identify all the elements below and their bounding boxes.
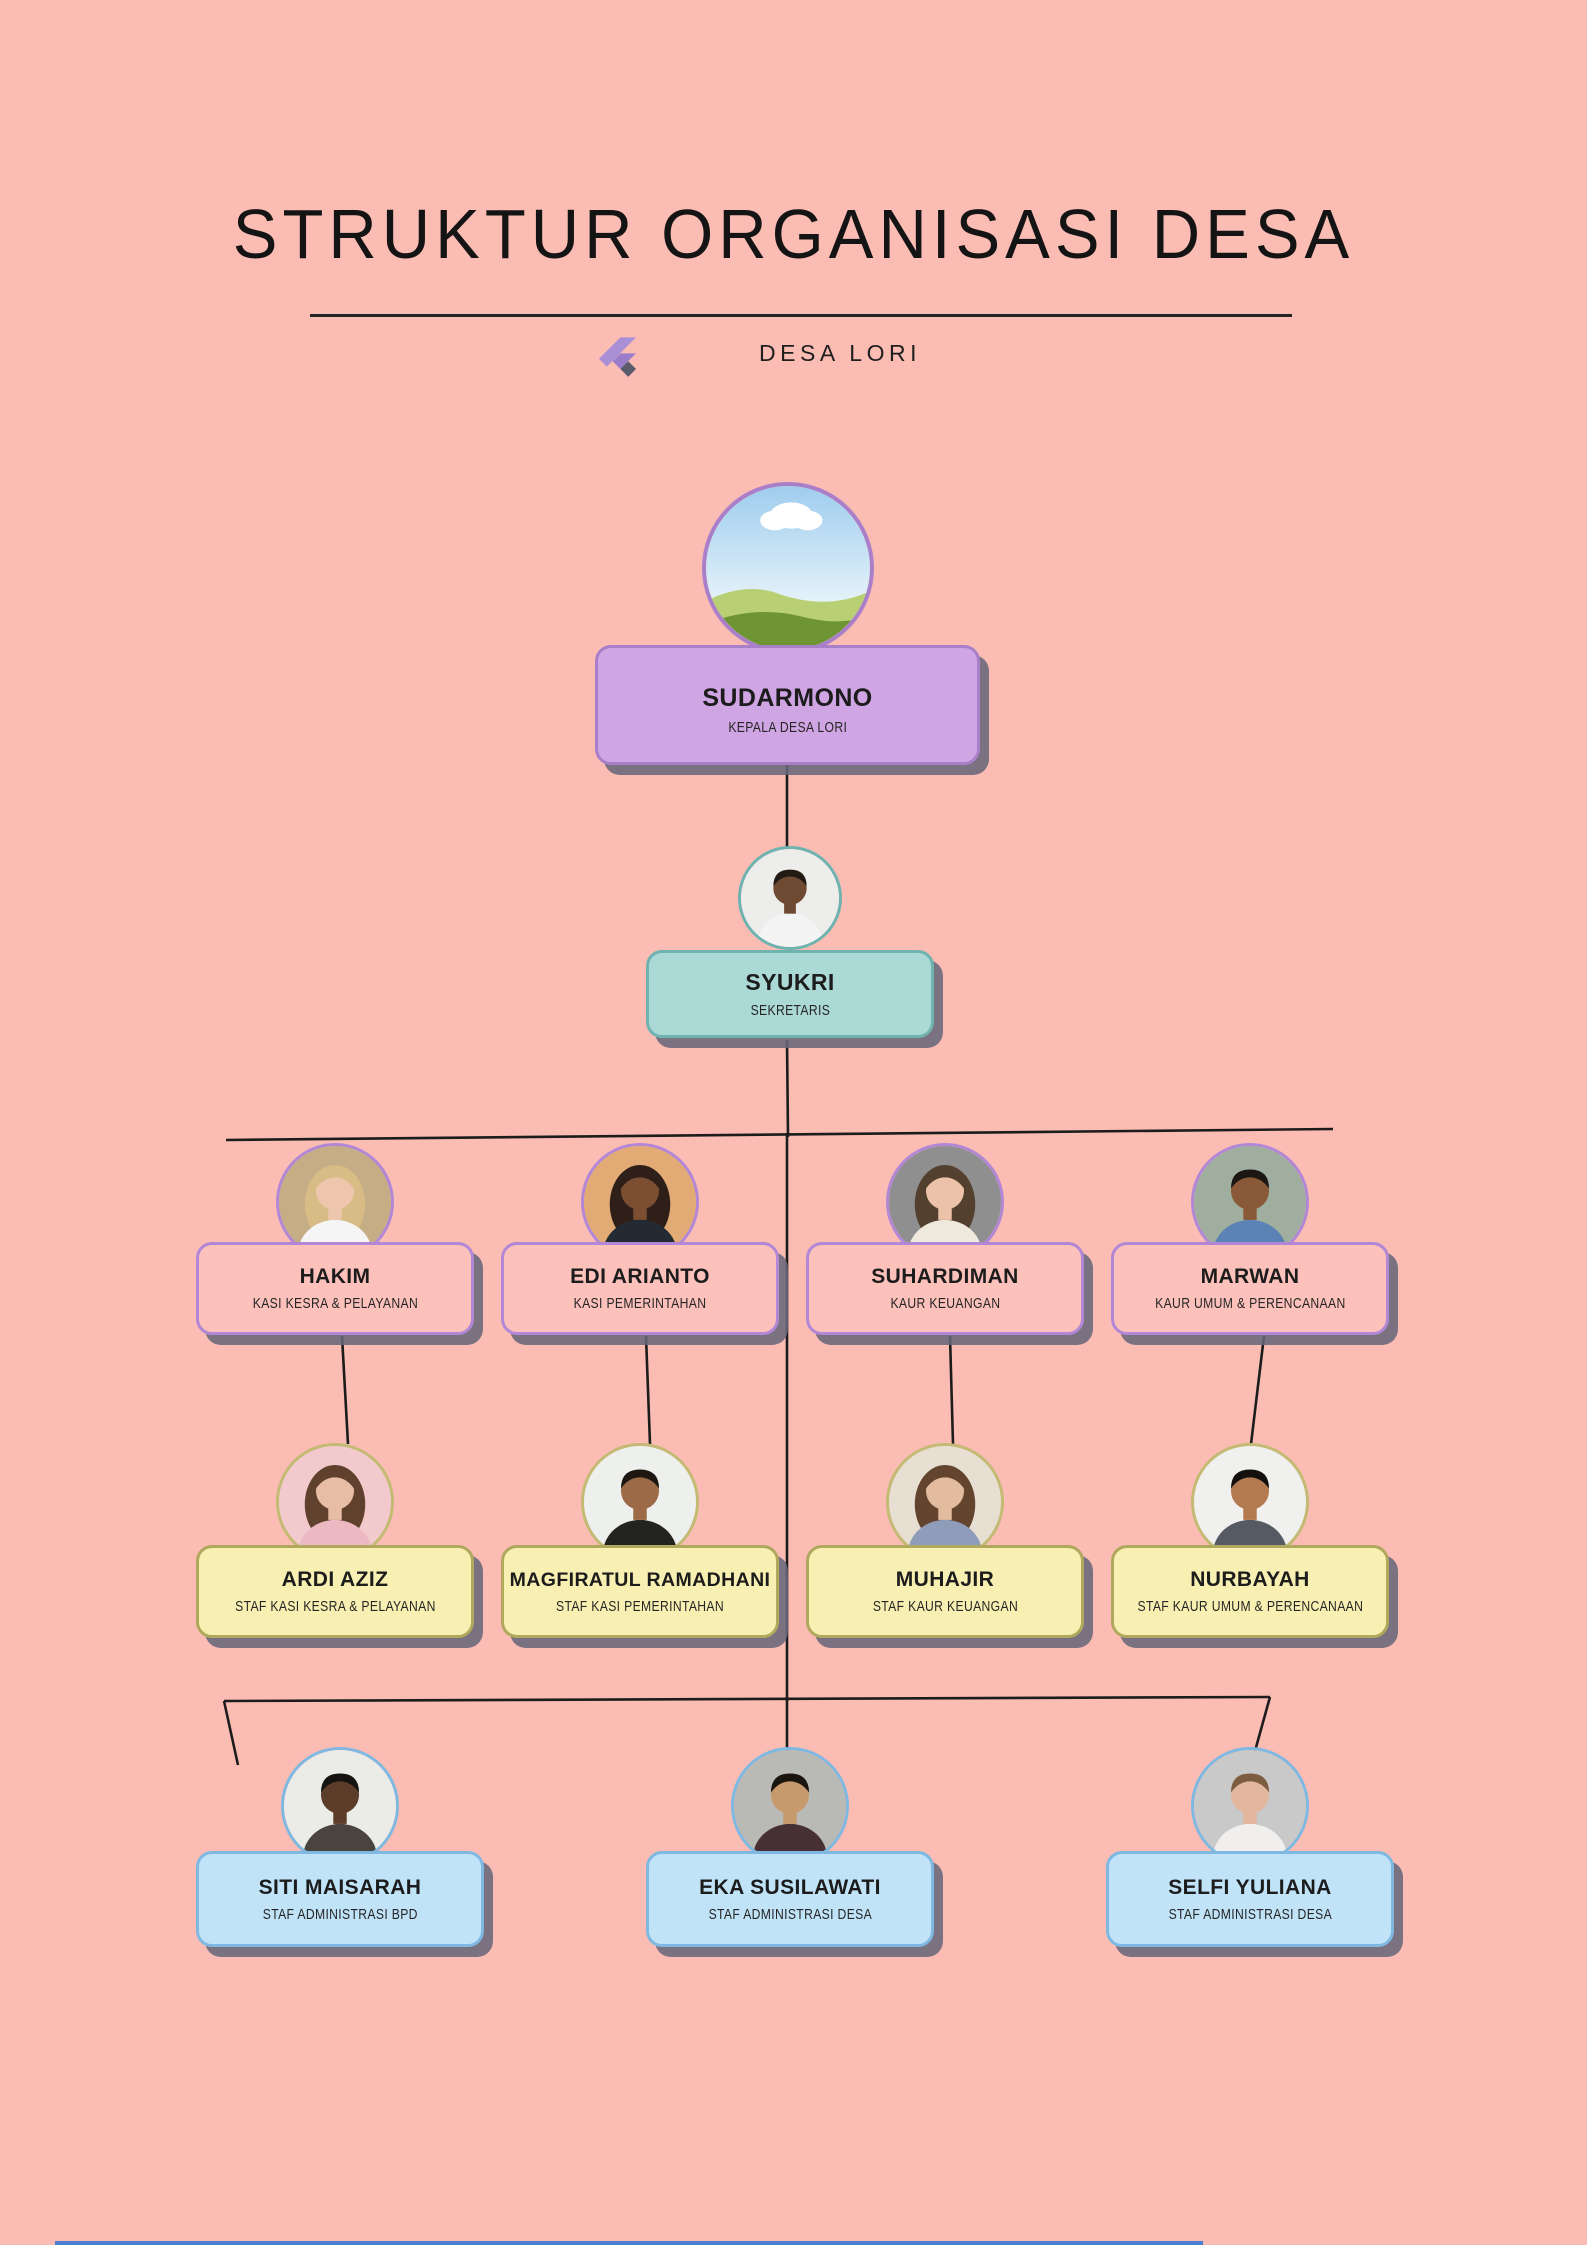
member-card: EDI ARIANTO KASI PEMERINTAHAN [501,1242,779,1335]
member-card: SUDARMONO KEPALA DESA LORI [595,645,980,765]
org-node-kepala-desa: SUDARMONO KEPALA DESA LORI [595,482,980,765]
title-underline [310,314,1292,317]
footer-strip [55,2241,1203,2245]
member-photo [1191,1443,1309,1561]
member-role: KASI PEMERINTAHAN [573,1296,707,1312]
person-photo [741,849,839,947]
member-card: SUHARDIMAN KAUR KEUANGAN [806,1242,1084,1335]
member-card: SITI MAISARAH STAF ADMINISTRASI BPD [196,1851,484,1947]
flutter-logo-icon [599,337,636,377]
member-role: STAF KASI KESRA & PELAYANAN [234,1599,436,1615]
member-photo [886,1443,1004,1561]
member-photo [581,1143,699,1261]
member-card: MUHAJIR STAF KAUR KEUANGAN [806,1545,1084,1638]
org-node-admin-desa-2: SELFI YULIANA STAF ADMINISTRASI DESA [1106,1747,1394,1947]
member-role: STAF ADMINISTRASI DESA [708,1906,872,1923]
org-node-kasi-kesra: HAKIM KASI KESRA & PELAYANAN [196,1143,474,1335]
org-node-staf-kesra: ARDI AZIZ STAF KASI KESRA & PELAYANAN [196,1443,474,1638]
member-name: ARDI AZIZ [281,1568,389,1591]
member-role: STAF KAUR KEUANGAN [872,1599,1018,1615]
org-node-staf-pemerintahan: MAGFIRATUL RAMADHANI STAF KASI PEMERINTA… [501,1443,779,1638]
person-photo [584,1446,696,1558]
member-role: SEKRETARIS [750,1003,830,1019]
org-node-kaur-keuangan: SUHARDIMAN KAUR KEUANGAN [806,1143,1084,1335]
member-role: STAF ADMINISTRASI BPD [262,1906,418,1923]
member-role: KEPALA DESA LORI [728,720,847,736]
member-name: MAGFIRATUL RAMADHANI [509,1568,771,1591]
member-name: SYUKRI [745,969,835,995]
member-card: SYUKRI SEKRETARIS [646,950,934,1038]
org-node-staf-umum: NURBAYAH STAF KAUR UMUM & PERENCANAAN [1111,1443,1389,1638]
org-node-staf-keuangan: MUHAJIR STAF KAUR KEUANGAN [806,1443,1084,1638]
org-node-admin-desa-1: EKA SUSILAWATI STAF ADMINISTRASI DESA [646,1747,934,1947]
org-node-kaur-umum: MARWAN KAUR UMUM & PERENCANAAN [1111,1143,1389,1335]
member-role: KAUR UMUM & PERENCANAAN [1154,1296,1346,1312]
landscape-photo [705,486,870,650]
member-photo [1191,1747,1309,1865]
member-photo [276,1443,394,1561]
person-photo [889,1446,1001,1558]
org-node-kasi-pemerintahan: EDI ARIANTO KASI PEMERINTAHAN [501,1143,779,1335]
member-name: MUHAJIR [895,1568,995,1591]
person-photo [734,1750,846,1862]
member-role: STAF KASI PEMERINTAHAN [555,1598,724,1615]
member-card: HAKIM KASI KESRA & PELAYANAN [196,1242,474,1335]
org-node-sekretaris: SYUKRI SEKRETARIS [646,846,934,1038]
member-name: EKA SUSILAWATI [699,1875,881,1899]
member-name: SELFI YULIANA [1168,1875,1332,1899]
member-role: KASI KESRA & PELAYANAN [252,1296,418,1312]
member-name: SUDARMONO [702,684,873,712]
member-photo [731,1747,849,1865]
member-role: KAUR KEUANGAN [890,1296,1000,1312]
village-name: DESA LORI [759,340,921,366]
member-name: SUHARDIMAN [871,1265,1019,1288]
member-name: EDI ARIANTO [570,1265,710,1288]
org-node-admin-bpd: SITI MAISARAH STAF ADMINISTRASI BPD [196,1747,484,1947]
page-title: STRUKTUR ORGANISASI DESA [232,195,1355,274]
member-photo [701,482,874,654]
member-name: SITI MAISARAH [258,1875,422,1899]
member-photo [281,1747,399,1865]
member-role: STAF KAUR UMUM & PERENCANAAN [1137,1599,1363,1615]
person-photo [584,1146,696,1258]
member-name: MARWAN [1200,1265,1300,1288]
person-photo [284,1750,396,1862]
member-card: SELFI YULIANA STAF ADMINISTRASI DESA [1106,1851,1394,1947]
member-card: MAGFIRATUL RAMADHANI STAF KASI PEMERINTA… [501,1545,779,1638]
person-photo [279,1446,391,1558]
person-photo [1194,1446,1306,1558]
member-card: MARWAN KAUR UMUM & PERENCANAAN [1111,1242,1389,1335]
member-card: NURBAYAH STAF KAUR UMUM & PERENCANAAN [1111,1545,1389,1638]
member-role: STAF ADMINISTRASI DESA [1168,1906,1332,1923]
member-photo [738,846,842,950]
member-card: ARDI AZIZ STAF KASI KESRA & PELAYANAN [196,1545,474,1638]
person-photo [1194,1750,1306,1862]
member-card: EKA SUSILAWATI STAF ADMINISTRASI DESA [646,1851,934,1947]
member-photo [581,1443,699,1561]
member-name: HAKIM [299,1265,371,1288]
member-name: NURBAYAH [1190,1568,1310,1591]
